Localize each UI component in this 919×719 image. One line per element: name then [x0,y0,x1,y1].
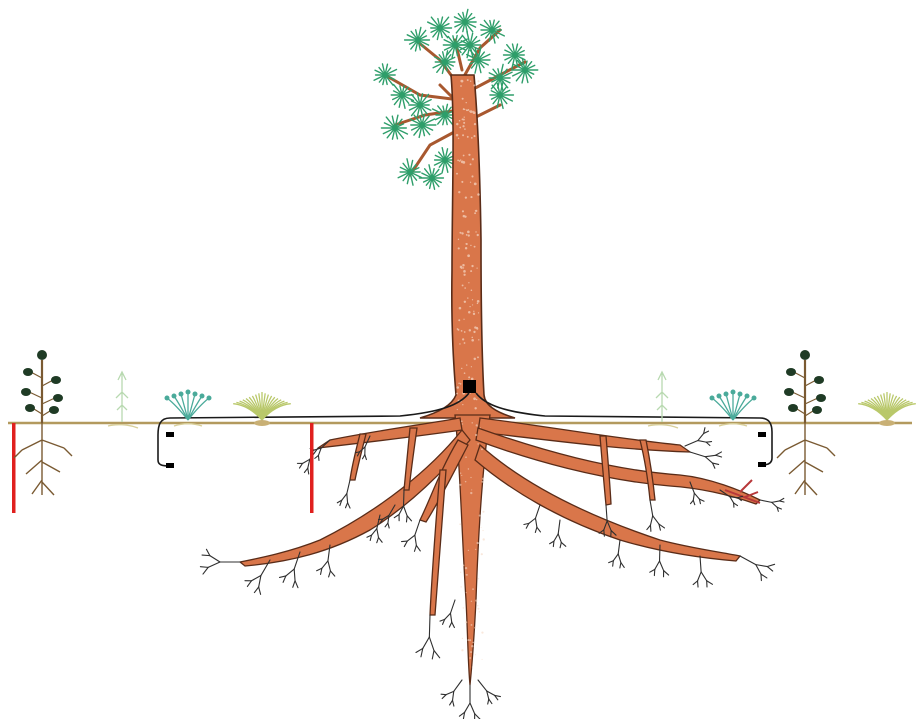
sensor-box [758,462,766,467]
red-marker-post [12,423,16,513]
main-pine-tree [374,9,538,418]
sensor-box [166,432,174,437]
needle-cluster [381,115,407,139]
grass-tuft [858,392,916,426]
pine-root-system [200,415,784,719]
sensor-box [463,380,476,393]
red-marker-post [310,423,314,513]
needle-cluster [454,9,476,32]
needle-cluster [374,64,396,85]
seedling [108,372,138,428]
forb [710,390,757,427]
seedling [648,372,678,428]
pine-trunk [420,75,515,418]
grass-tuft [233,392,291,426]
forb [165,390,212,427]
sensor-box [166,463,174,468]
needle-cluster [419,165,443,189]
needle-cluster [480,20,504,43]
needle-cluster [433,51,455,74]
sensor-box [758,432,766,437]
